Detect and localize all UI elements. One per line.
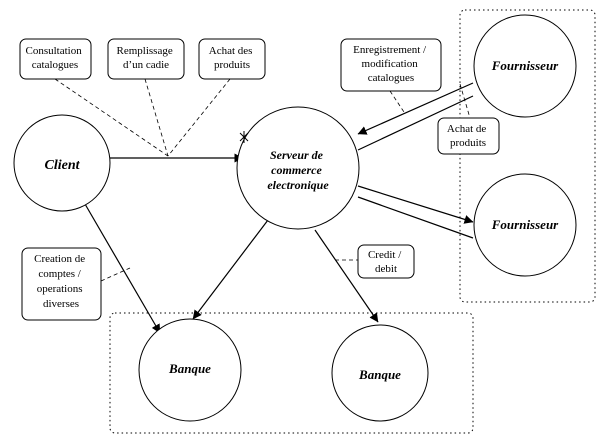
note-achat-client-line-2: produits (214, 59, 250, 71)
note-achat-client: Achat des produits (198, 38, 266, 80)
svg-text:Achat des produits: Achat des produits (209, 45, 255, 71)
banque-left-node (138, 318, 242, 422)
note-remplissage: Remplissage d’un cadie (107, 38, 185, 80)
note-enregistrement-line-3: catalogues (368, 72, 414, 84)
note-achat-fournisseur-line-1: Achat de (447, 123, 487, 135)
svg-text:Credit / debit: Credit / debit (368, 249, 404, 275)
arrow-fournisseur-serveur (357, 82, 474, 135)
note-remplissage-line-2: d’un cadie (123, 59, 169, 71)
fournisseur-bottom-node (473, 173, 577, 277)
banque-right-node (331, 324, 429, 422)
note-enregistrement-line-1: Enregistrement / (353, 44, 427, 56)
serveur-node (236, 106, 360, 230)
note-consultation-line-1: Consultation (26, 45, 83, 57)
line-serveur-fournisseur-top (357, 95, 474, 151)
banques-group-box (109, 312, 474, 434)
arrow-serveur-banque-left (192, 219, 269, 320)
arrow-serveur-banque-right (314, 229, 379, 323)
fournisseur-top-label: Fournisseur (491, 58, 559, 73)
note-consultation-line-2: catalogues (32, 59, 78, 71)
note-creation-line-1: Creation de (34, 253, 85, 265)
note-creation-line-2: comptes / (38, 268, 81, 280)
note-creation-line-3: operations (37, 283, 83, 295)
client-node (13, 114, 111, 212)
line-serveur-fournisseur-bottom (357, 196, 474, 239)
serveur-label-line-1: Serveur de (270, 148, 324, 162)
svg-text:Enregistrement / modific: Enregistrement / modification catalogues (353, 44, 429, 84)
flow-arrows (84, 82, 474, 334)
fournisseur-bottom-label: Fournisseur (491, 217, 559, 232)
note-creation: Creation de comptes / operations diverse… (21, 247, 102, 321)
note-credit: Credit / debit (357, 244, 415, 279)
note-achat-client-line-1: Achat des (209, 45, 253, 57)
note-credit-line-1: Credit / (368, 249, 402, 261)
serveur-label: Serveur de commerce electronique (267, 148, 329, 192)
arrow-serveur-fournisseur-bottom (357, 185, 474, 224)
note-enregistrement-line-2: modification (362, 58, 419, 70)
fournisseur-top-node (473, 14, 577, 118)
serveur-label-line-3: electronique (267, 178, 329, 192)
client-label: Client (44, 158, 80, 173)
banque-left-label: Banque (168, 361, 211, 376)
arrow-client-banque (84, 203, 161, 334)
note-credit-line-2: debit (375, 263, 397, 275)
note-creation-line-4: diverses (43, 298, 79, 310)
star-marker-icon (239, 131, 249, 143)
note-remplissage-line-1: Remplissage (117, 45, 173, 57)
note-achat-fournisseur-line-2: produits (450, 137, 486, 149)
svg-text:Remplissage d’un cadie: Remplissage d’un cadie (117, 45, 176, 71)
note-consultation: Consultation catalogues (19, 38, 92, 80)
note-enregistrement: Enregistrement / modification catalogues (340, 38, 442, 92)
note-connectors (54, 78, 471, 282)
svg-text:Creation de comptes /: Creation de comptes / operations diverse… (34, 253, 88, 310)
banque-right-label: Banque (358, 367, 401, 382)
svg-text:Achat de produits: Achat de produits (447, 123, 489, 149)
serveur-label-line-2: commerce (271, 163, 322, 177)
note-achat-fournisseur: Achat de produits (437, 117, 500, 155)
svg-text:Consultation catalogues: Consultation catalogues (26, 45, 85, 71)
